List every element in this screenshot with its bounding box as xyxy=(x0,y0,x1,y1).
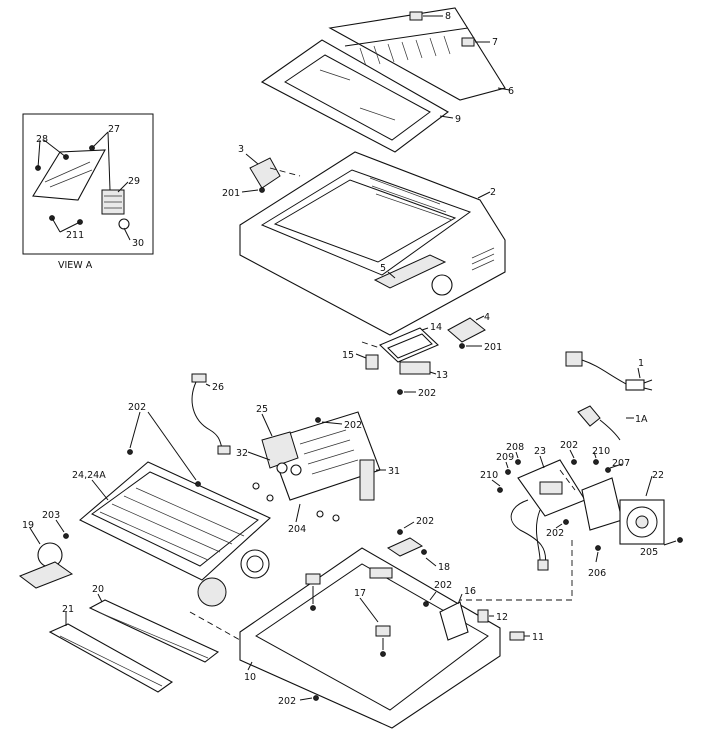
part-18 xyxy=(386,537,424,557)
plug-connector xyxy=(565,351,583,367)
callout-22: 22 xyxy=(652,470,664,481)
transparent-cover xyxy=(260,39,449,153)
paper-guide-20 xyxy=(88,599,220,663)
callout-202-f: 202 xyxy=(416,516,434,527)
part-3 xyxy=(249,157,281,189)
callout-27: 27 xyxy=(108,124,120,135)
cable-26: 26 xyxy=(191,373,231,455)
callout-205: 205 xyxy=(640,547,658,558)
foot-17-b xyxy=(375,625,391,637)
callout-204: 204 xyxy=(288,524,306,535)
callout-18: 18 xyxy=(438,562,450,573)
callout-203: 203 xyxy=(42,510,60,521)
view-a-frame xyxy=(22,113,154,255)
callout-202-c: 202 xyxy=(128,402,146,413)
part-11 xyxy=(509,631,525,641)
callout-3: 3 xyxy=(238,144,244,155)
callout-201-b: 201 xyxy=(484,342,502,353)
callout-4: 4 xyxy=(484,312,490,323)
operation-panel: 14 15 13 202 xyxy=(342,322,448,399)
callout-7: 7 xyxy=(492,37,498,48)
callout-16: 16 xyxy=(464,586,476,597)
assembly-lines xyxy=(189,167,576,641)
callout-202-h: 202 xyxy=(278,696,296,707)
callout-32: 32 xyxy=(236,448,248,459)
board-connector-31 xyxy=(359,459,375,501)
plug-1a-body xyxy=(577,405,601,427)
callout-1: 1 xyxy=(638,358,644,369)
part-12 xyxy=(477,609,489,623)
control-board: 25 32 31 202 204 xyxy=(236,404,400,535)
upper-case-body xyxy=(239,151,506,336)
callout-24: 24,24A xyxy=(72,470,106,481)
callout-20: 20 xyxy=(92,584,104,595)
callout-28: 28 xyxy=(36,134,48,145)
callout-30: 30 xyxy=(132,238,144,249)
panel-pcb xyxy=(399,361,431,375)
part-8 xyxy=(409,11,423,21)
callout-208: 208 xyxy=(506,442,524,453)
lower-case: 18 202 17 16 202 12 11 10 202 xyxy=(239,516,544,729)
foot-17-a xyxy=(305,573,321,585)
cable-connector-top xyxy=(191,373,207,383)
part-4 xyxy=(447,317,486,343)
view-a-inset: 28 27 29 211 30 VIEW A xyxy=(22,113,154,271)
callout-29: 29 xyxy=(128,176,140,187)
callout-14: 14 xyxy=(430,322,442,333)
callout-15: 15 xyxy=(342,350,354,361)
callout-10: 10 xyxy=(244,672,256,683)
callout-9: 9 xyxy=(455,114,461,125)
callout-202-a: 202 xyxy=(418,388,436,399)
separator-21 xyxy=(48,623,174,693)
inset-plate xyxy=(32,149,106,201)
power-supply: 23 22 205 206 207 210 202 xyxy=(480,440,683,579)
drive-motor xyxy=(197,577,227,607)
callout-11: 11 xyxy=(532,632,544,643)
callout-207: 207 xyxy=(612,458,630,469)
front-slot xyxy=(373,254,447,289)
callout-206: 206 xyxy=(588,568,606,579)
plug-1 xyxy=(625,379,645,391)
callout-8: 8 xyxy=(445,11,451,22)
part-19-gear xyxy=(37,542,63,568)
printer-mechanism: 24,24A 202 203 19 20 21 xyxy=(18,402,271,693)
upper-case: 5 2 3 201 4 201 xyxy=(222,144,506,353)
callout-202-g: 202 xyxy=(434,580,452,591)
callout-25: 25 xyxy=(256,404,268,415)
callout-202-d: 202 xyxy=(560,440,578,451)
callout-26: 26 xyxy=(212,382,224,393)
knob-hole xyxy=(431,274,453,296)
mechanism-frame xyxy=(79,461,271,581)
cable-connector-bottom xyxy=(217,445,231,455)
callout-2: 2 xyxy=(490,187,496,198)
mount-plate xyxy=(581,477,623,531)
callout-17: 17 xyxy=(354,588,366,599)
callout-202-b: 202 xyxy=(344,420,362,431)
callout-19: 19 xyxy=(22,520,34,531)
part-16 xyxy=(439,601,469,641)
callout-21: 21 xyxy=(62,604,74,615)
callout-210-a: 210 xyxy=(592,446,610,457)
part-15 xyxy=(365,354,379,370)
part-19-base xyxy=(18,561,74,589)
platen-knob xyxy=(240,549,270,579)
callout-1a: 1A xyxy=(635,414,648,425)
callout-211: 211 xyxy=(66,230,84,241)
callout-201-a: 201 xyxy=(222,188,240,199)
view-a-caption: VIEW A xyxy=(58,260,93,271)
callout-202-e: 202 xyxy=(546,528,564,539)
power-cords: 1 1A xyxy=(565,351,653,441)
callout-31: 31 xyxy=(388,466,400,477)
callout-210-b: 210 xyxy=(480,470,498,481)
callout-5: 5 xyxy=(380,263,386,274)
top-covers: 8 7 6 9 xyxy=(260,7,514,153)
callout-23: 23 xyxy=(534,446,546,457)
callout-13: 13 xyxy=(436,370,448,381)
callout-209: 209 xyxy=(496,452,514,463)
part-7 xyxy=(461,37,475,47)
callout-12: 12 xyxy=(496,612,508,623)
callout-6: 6 xyxy=(508,86,514,97)
panel-board xyxy=(379,327,439,363)
